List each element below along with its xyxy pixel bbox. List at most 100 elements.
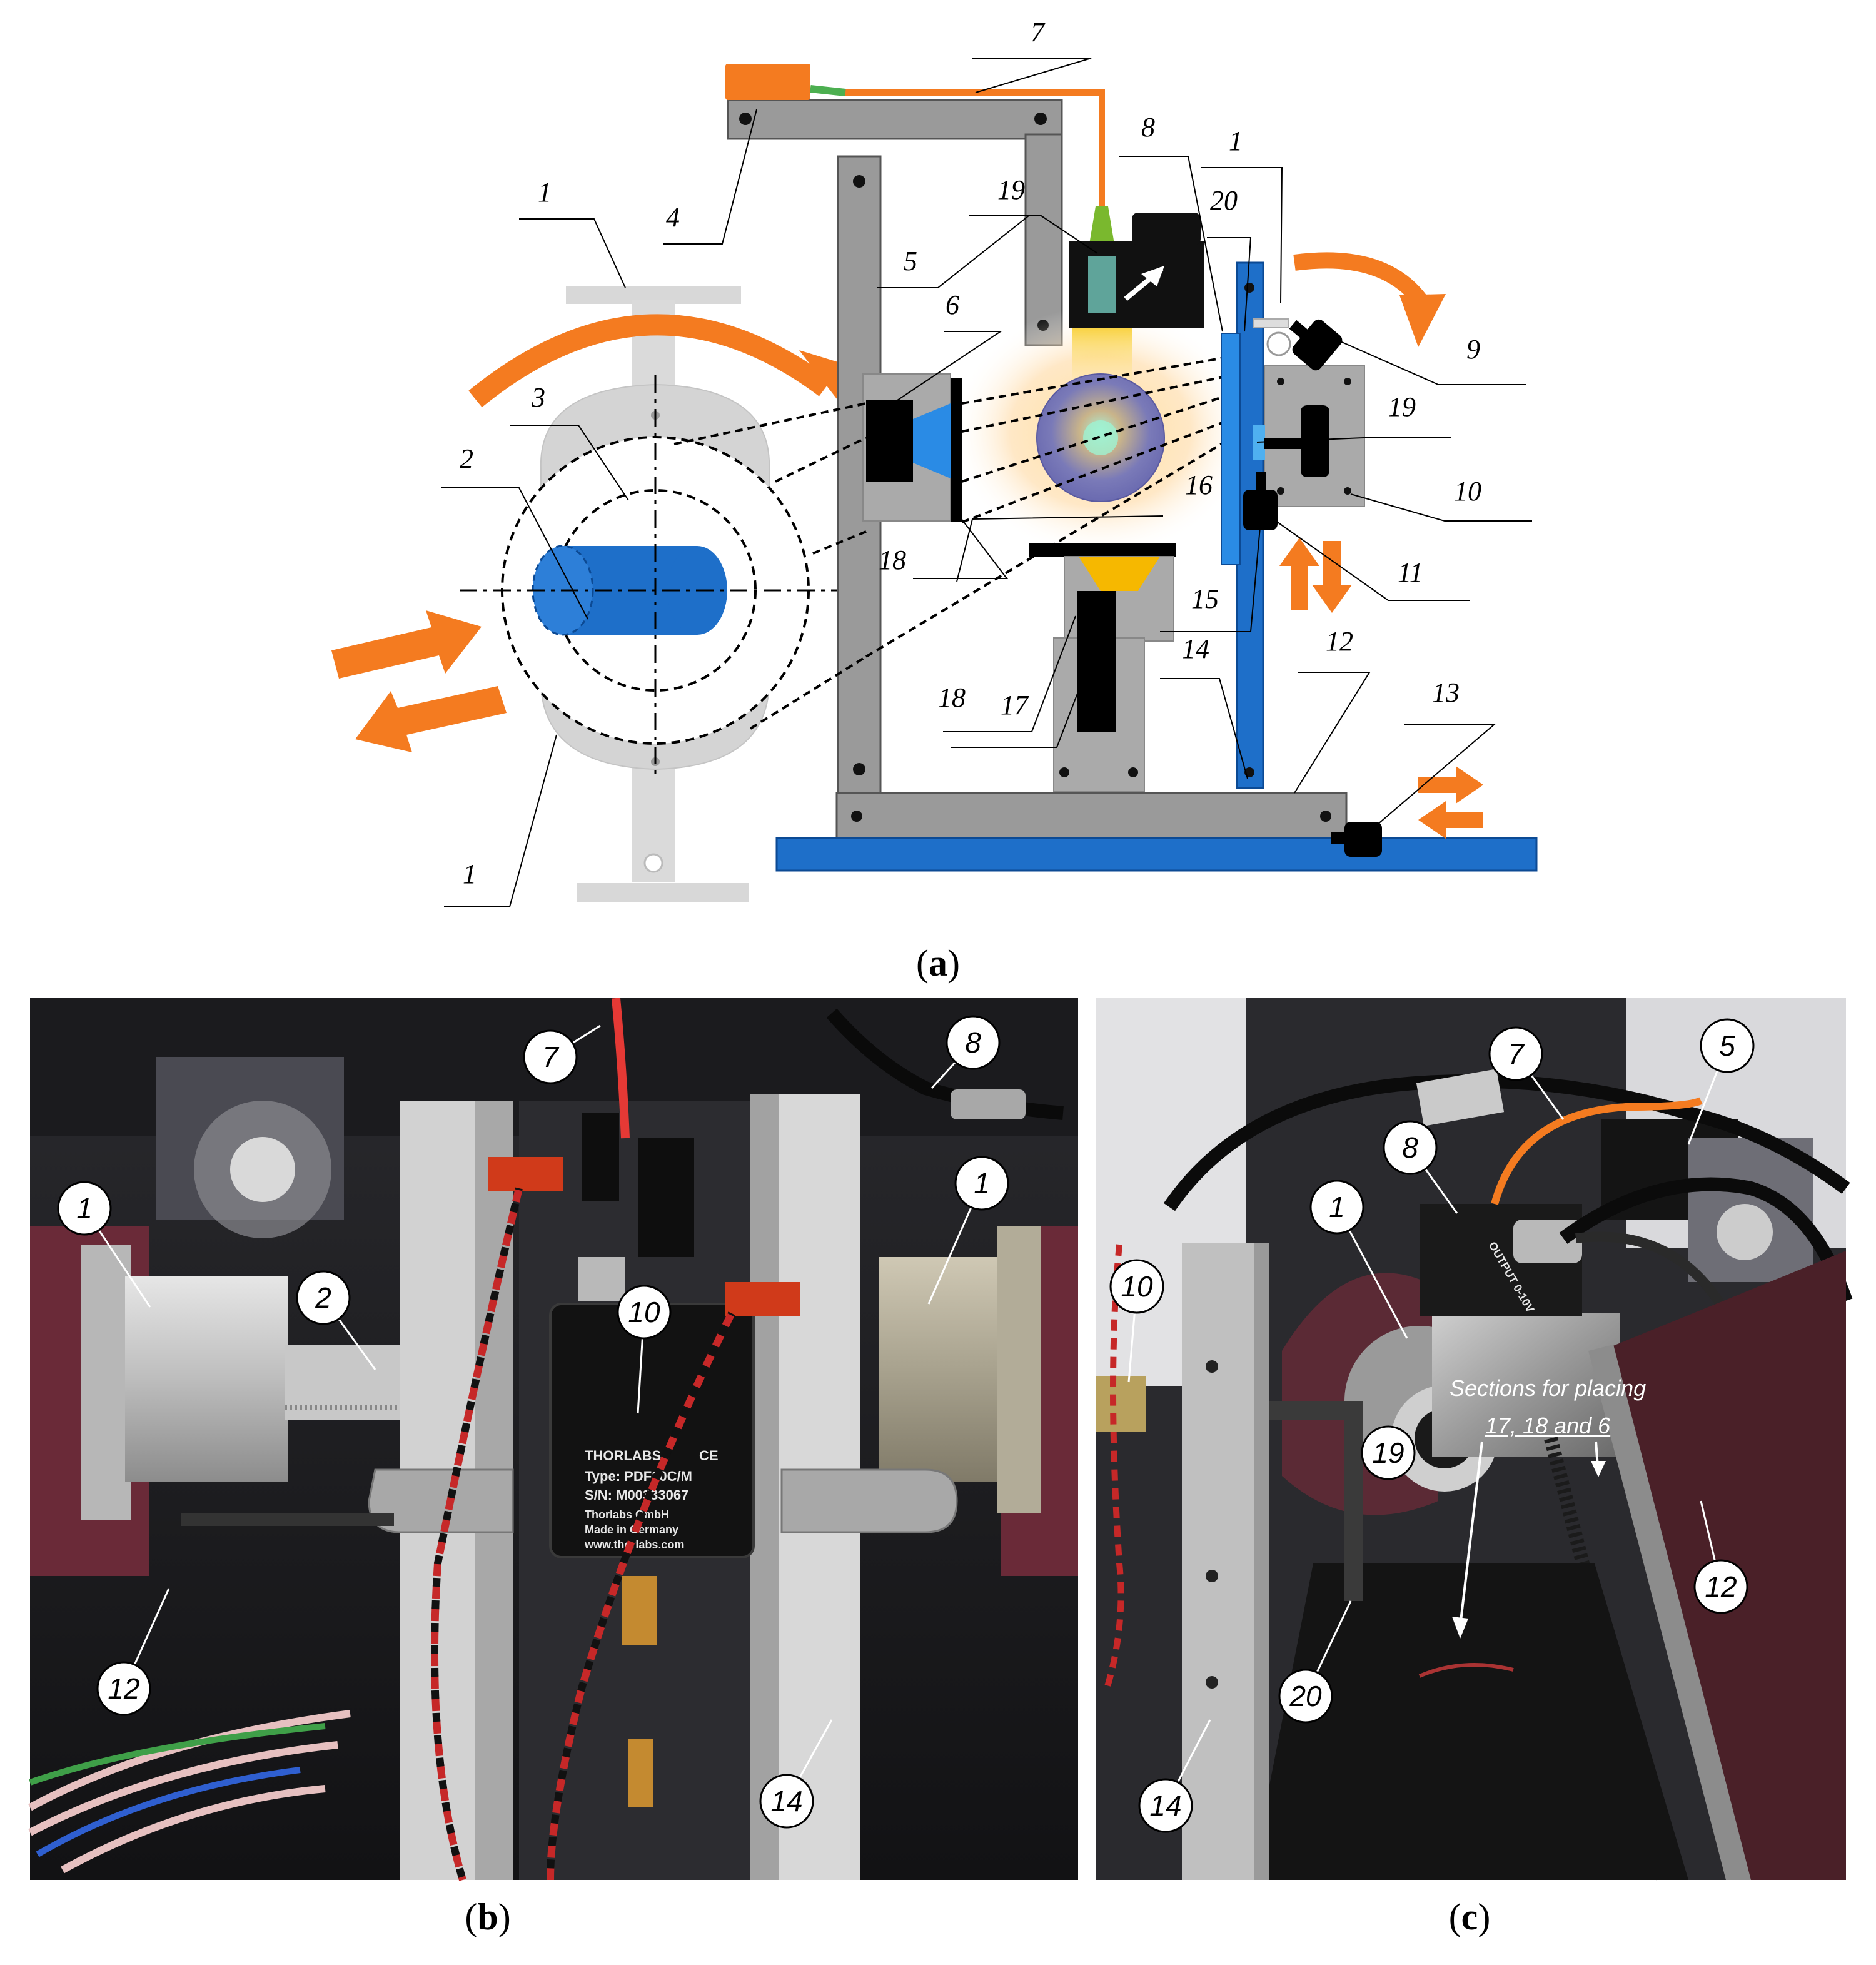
blue-rail [775,837,1538,872]
tilt-arrow-head [1399,294,1446,347]
right-flange [997,1226,1041,1513]
photodetector-housing-bolt1 [1277,378,1284,385]
aluminium-column-c [1182,1243,1254,1880]
label-4: 4 [666,202,680,233]
label-10: 10 [1454,476,1481,507]
red-terminal-left [488,1157,563,1191]
lower-plate [1029,543,1176,557]
label-6: 6 [946,290,959,320]
right-arrow [1418,766,1483,804]
black-connector-left [582,1113,619,1201]
note-line1: Sections for placing [1450,1375,1646,1401]
main-column-bolt-top [853,175,865,188]
svg-text:8: 8 [965,1026,981,1059]
lower-yellow-cone [1079,557,1160,591]
left-shaft [285,1345,422,1420]
left-support-bottom-plate [577,883,749,902]
gray-base [835,792,1348,839]
gray-rail-edge [1588,1345,1751,1880]
right-cylinder [879,1257,1004,1482]
main-column-bolt-bottom [853,763,865,775]
label-18-right: 18 [938,682,966,713]
label-13: 13 [1432,677,1460,708]
top-beam-bolt-left [739,113,752,125]
panel-a-schematic: 1 2 3 4 5 6 7 8 19 1 20 9 19 10 11 16 18… [331,17,1538,907]
label-11: 11 [1398,557,1423,588]
svg-text:8: 8 [1402,1131,1418,1164]
label-15: 15 [1191,583,1219,614]
left-bracket [368,1468,514,1533]
rotation-arrow [468,314,832,408]
label-20: 20 [1210,185,1238,216]
svg-text:12: 12 [1705,1570,1737,1603]
tilt-knob [1289,319,1343,371]
fiber-holder-arrow-head [1141,266,1164,286]
plate-ce: CE [699,1448,719,1463]
left-flange [81,1245,131,1520]
right-column-rail [750,1094,779,1880]
base-knob-stem [1331,832,1348,844]
callout-b-1-left: 1 [57,1181,151,1308]
cable-c-1 [1163,1074,1850,1211]
label-3: 3 [531,382,545,413]
callout-c-8: 8 [1383,1120,1458,1214]
svg-text:20: 20 [1289,1680,1322,1712]
label-1-right: 1 [1229,126,1243,156]
caption-a: (a) [916,942,960,984]
label-1-bottom: 1 [463,859,477,889]
photodetector-housing-bolt2 [1344,378,1351,385]
vertical-knob-stem [1256,472,1266,494]
svg-text:1: 1 [974,1167,990,1200]
base-platform-c [1251,1563,1688,1880]
callout-c-12: 12 [1693,1500,1748,1614]
svg-text:19: 19 [1372,1437,1404,1469]
twisted-wire-right-b [547,1311,735,1881]
up-arrow [1279,538,1319,610]
callout-c-7: 7 [1488,1026,1565,1120]
detector-body [866,400,913,482]
gray-base-bolt-right [1320,811,1331,822]
twisted-wire-left-b [431,1187,523,1881]
left-arrow [1418,801,1483,839]
top-beam [727,99,1063,140]
translation-arrow-back [355,686,507,752]
label-14: 14 [1182,634,1209,664]
light-source-box [725,64,810,100]
gray-base-bolt-left [851,811,862,822]
photodetector-knob [1301,405,1329,477]
label-2: 2 [460,443,473,474]
label-19-right: 19 [1388,391,1416,422]
gold-device [1096,1376,1146,1432]
metal-block [1432,1313,1620,1457]
callout-b-7: 7 [523,1024,601,1084]
tilt-pivot [1266,331,1291,356]
caption-b: (b) [465,1896,510,1937]
svg-text:7: 7 [542,1041,559,1073]
silver-tape [1416,1069,1505,1126]
label-1-top: 1 [538,177,552,208]
label-17: 17 [1001,690,1029,720]
column-hole-2 [1206,1570,1218,1582]
panel-c-callouts: 7 5 8 1 10 19 12 [1109,1018,1755,1833]
black-connector-right [638,1138,694,1257]
fiber-holder-knob [1132,213,1201,245]
svg-text:2: 2 [315,1281,331,1314]
fiber-b [612,998,630,1139]
svg-text:5: 5 [1719,1029,1735,1062]
lower-post-bolt1 [1059,767,1069,777]
tilt-bracket [1253,318,1289,328]
caption-c: (c) [1449,1896,1491,1937]
bottom-wire-blue [36,1767,301,1857]
detector-window [951,378,962,522]
label-7: 7 [1031,17,1046,48]
blue-carriage [1221,333,1241,565]
twisted-wire-c [1104,1244,1124,1690]
callout-b-2: 2 [296,1270,376,1370]
label-5: 5 [904,246,917,276]
column-hole-1 [1206,1360,1218,1373]
bottom-wire-green [29,1723,326,1786]
plate-serial: S/N: M00333067 [585,1487,688,1503]
fan-hub [230,1137,295,1202]
panel-c-photo: OUTPUT 0-10V Sec [1096,998,1853,1882]
